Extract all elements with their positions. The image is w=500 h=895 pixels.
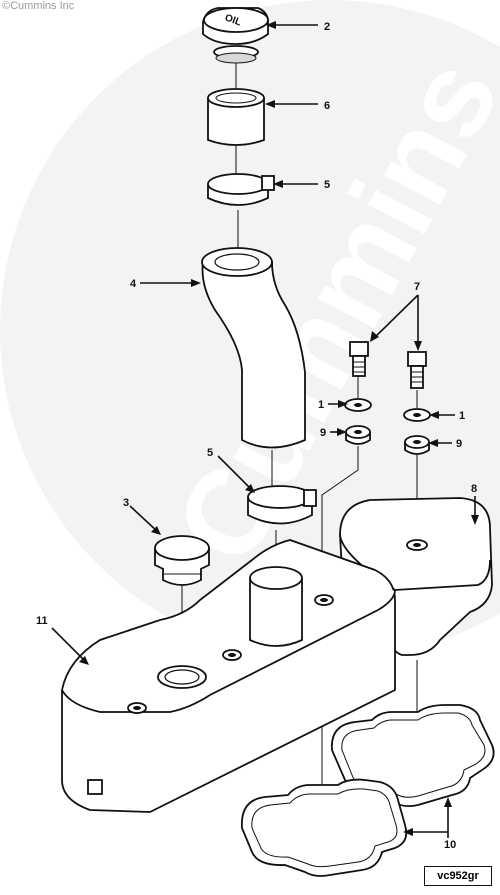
figure-code: vc952gr <box>437 870 479 882</box>
washer-right <box>403 408 431 422</box>
breather-hose <box>201 247 306 449</box>
oil-filler-cap: OIL <box>202 7 269 64</box>
callout-10: 10 <box>444 839 456 851</box>
callout-1-left: 1 <box>318 399 324 411</box>
callout-9-right: 9 <box>456 438 462 450</box>
callout-labels: 2 6 5 4 7 1 1 9 9 5 3 8 11 10 <box>36 21 477 851</box>
isolator-left <box>345 425 371 445</box>
callout-3: 3 <box>123 497 129 509</box>
callout-5-lower: 5 <box>207 447 213 459</box>
washer-left <box>344 398 372 412</box>
leader-lines <box>51 21 479 838</box>
gasket-lower <box>241 778 408 877</box>
figure-code-box: vc952gr <box>424 866 492 886</box>
callout-5-upper: 5 <box>324 179 330 191</box>
plug <box>154 535 210 586</box>
callout-6: 6 <box>324 100 330 112</box>
callout-8: 8 <box>471 483 477 495</box>
rocker-cover-large <box>61 539 396 813</box>
isolator-right <box>404 435 430 455</box>
callout-2: 2 <box>324 21 330 33</box>
callout-11: 11 <box>36 615 48 627</box>
bolt-left <box>349 341 369 377</box>
callout-7: 7 <box>414 281 420 293</box>
callout-4: 4 <box>130 278 137 290</box>
sleeve <box>207 88 265 146</box>
hose-clamp-upper <box>207 173 275 206</box>
hose-clamp-lower <box>247 485 317 525</box>
bolt-right <box>407 351 427 389</box>
cap-oil-text: OIL <box>223 12 242 28</box>
callout-9-left: 9 <box>320 427 326 439</box>
callout-1-right: 1 <box>459 410 465 422</box>
copyright-notice: ©Cummins Inc <box>2 0 75 12</box>
